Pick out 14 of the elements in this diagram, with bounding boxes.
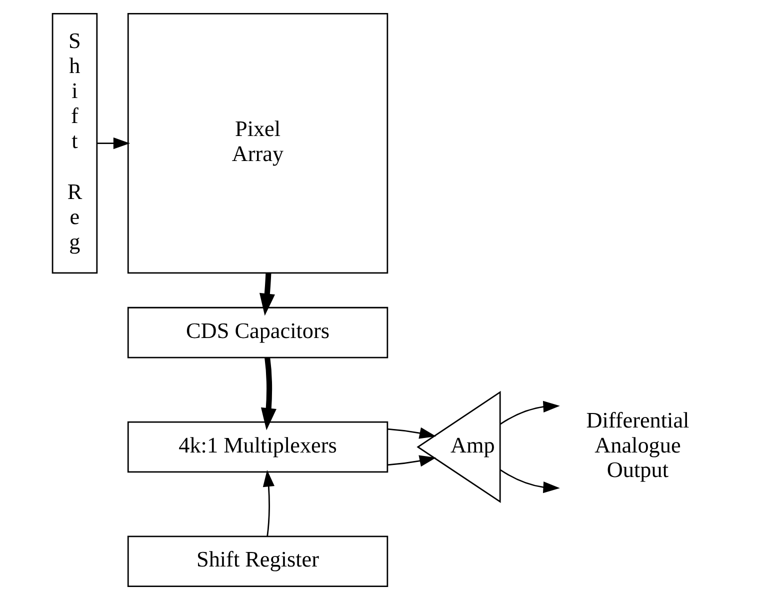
arrow (386, 427, 436, 439)
arrow (262, 470, 274, 536)
node-box: Shift Register (126, 536, 388, 588)
node-box: 4k:1 Multiplexers (126, 421, 388, 473)
node-box: Shift Reg (51, 12, 98, 274)
arrow (500, 400, 560, 425)
node-box: Pixel Array (126, 12, 388, 274)
arrow (260, 357, 276, 430)
arrow (386, 455, 436, 467)
node-box: CDS Capacitors (126, 306, 388, 358)
arrow (258, 273, 274, 316)
arrow (500, 469, 560, 494)
arrow (96, 137, 130, 150)
node-text: Differential Analogue Output (586, 407, 689, 482)
